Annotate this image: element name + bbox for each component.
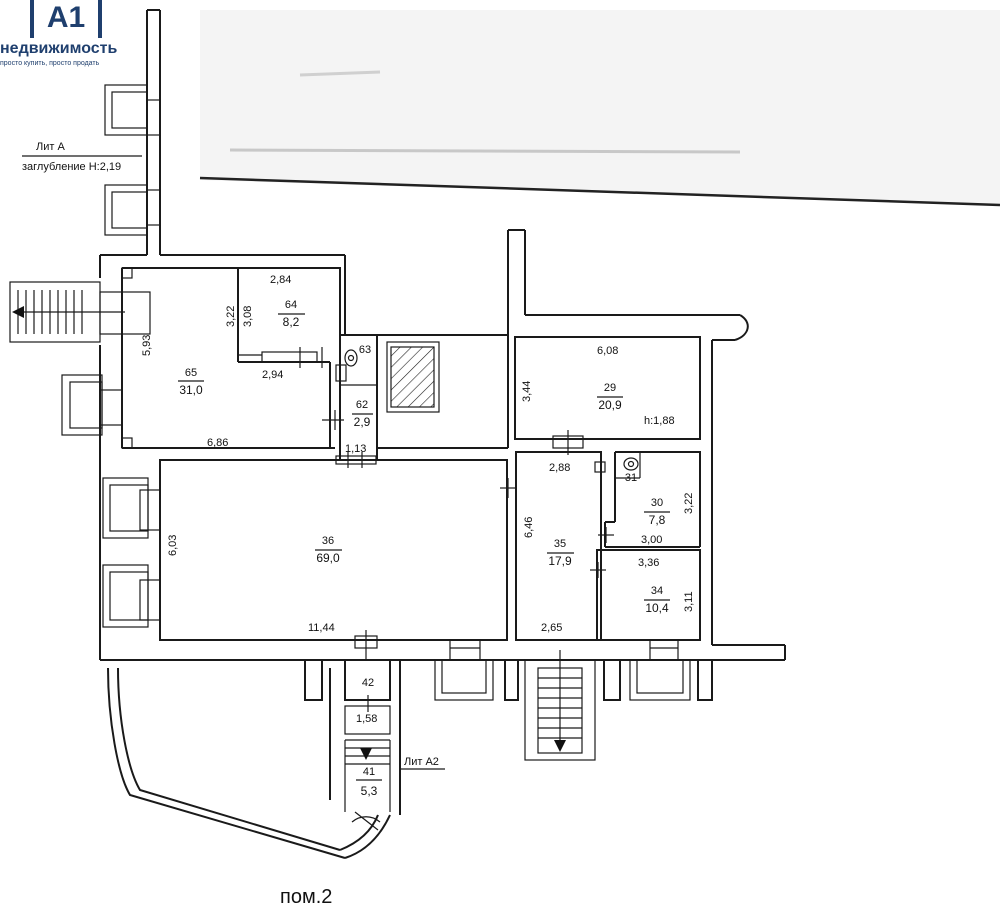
dim-3-22: 3,22	[225, 306, 237, 327]
room-30-area: 7,8	[649, 513, 666, 527]
dim-6-46: 6,46	[523, 517, 535, 538]
room-41-area: 5,3	[361, 784, 378, 798]
dim-3-08: 3,08	[242, 306, 254, 327]
room-65-number: 65	[185, 367, 197, 379]
dim-6-03: 6,03	[167, 535, 179, 556]
west-stair	[9, 281, 151, 343]
rooms-31-30: 31 30 7,8 3,22 3,00	[598, 451, 701, 548]
label-lit-a2: Лит А2	[404, 756, 439, 768]
dim-6-86: 6,86	[207, 437, 228, 449]
dim-2-84: 2,84	[270, 274, 291, 286]
room-35-number: 35	[554, 538, 566, 550]
label-lit-a: Лит А	[36, 141, 65, 153]
vent-shaft	[377, 325, 509, 449]
room-31-number: 31	[625, 472, 637, 484]
room-35-area: 17,9	[548, 554, 572, 568]
room-62-area: 2,9	[354, 415, 371, 429]
south-window-wells	[304, 659, 713, 701]
room-63-number: 63	[359, 344, 371, 356]
room-41-number: 41	[363, 766, 375, 778]
logo-name: недвижимость	[0, 40, 118, 57]
dim-2-94: 2,94	[262, 369, 283, 381]
paper-sheet-shadow	[199, 10, 1000, 207]
room-36: 36 69,0 6,03 11,44	[159, 459, 516, 661]
room-62-number: 62	[356, 399, 368, 411]
room-64: 64 8,2 2,84 3,22 3,08 2,94	[225, 268, 330, 381]
room-29: 29 20,9 6,08 3,44 h:1,88	[507, 325, 701, 455]
room-64-area: 8,2	[283, 315, 300, 329]
label-depth: заглубление H:2,19	[22, 161, 121, 173]
annex-lit-a2: 42 1,58 41 5,3	[107, 659, 401, 859]
room-30-number: 30	[651, 497, 663, 509]
logo-tagline: просто купить, просто продать	[0, 60, 100, 67]
room-34: 34 10,4 3,36 3,11	[596, 549, 701, 661]
dim-3-00: 3,00	[641, 534, 662, 546]
room-29-area: 20,9	[598, 398, 622, 412]
plan-caption: пом.2	[280, 886, 333, 908]
room-35: 35 17,9 2,88 6,46 2,65	[515, 451, 606, 641]
dim-5-93: 5,93	[141, 335, 153, 356]
dim-2-65: 2,65	[541, 622, 562, 634]
dim-11-44: 11,44	[308, 622, 335, 634]
dim-1-13: 1,13	[345, 443, 366, 455]
dim-3-44: 3,44	[521, 381, 533, 402]
room-36-area: 69,0	[316, 551, 340, 565]
dim-2-88: 2,88	[549, 462, 570, 474]
south-stair-east	[524, 650, 596, 761]
room-65: 65 31,0 5,93 6,86	[121, 267, 341, 449]
room-36-number: 36	[322, 535, 334, 547]
dim-3-36: 3,36	[638, 557, 659, 569]
room-34-area: 10,4	[645, 601, 669, 615]
room-64-number: 64	[285, 299, 297, 311]
plan-labels: Лит А заглубление H:2,19 Лит А2	[22, 141, 445, 770]
height-1-88: h:1,88	[644, 415, 675, 427]
room-65-area: 31,0	[179, 383, 203, 397]
room-34-number: 34	[651, 585, 663, 597]
dim-6-08: 6,08	[597, 345, 618, 357]
dim-3-11: 3,11	[683, 591, 695, 612]
room-42-number: 42	[362, 677, 374, 689]
logo-mark: A1	[30, 0, 102, 38]
room-29-number: 29	[604, 382, 616, 394]
dim-3-22b: 3,22	[683, 493, 695, 514]
dim-1-58: 1,58	[356, 713, 377, 725]
